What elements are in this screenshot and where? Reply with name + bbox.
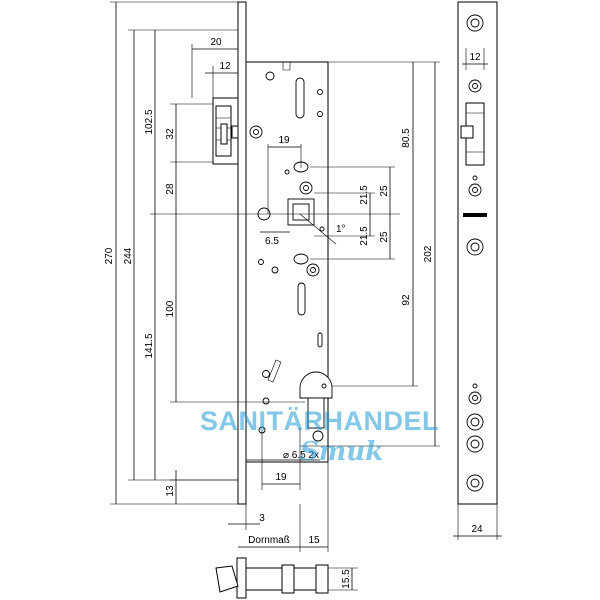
dim-15-5: 15.5 <box>341 569 352 589</box>
dim-12: 12 <box>219 61 231 72</box>
dim-dornmass: Dornmaß <box>248 535 290 546</box>
left-dimensions <box>110 1 400 505</box>
dim-19-lower: 19 <box>275 472 287 483</box>
top-dimensions <box>191 44 302 214</box>
dim-3: 3 <box>259 513 265 524</box>
dim-25-lower: 25 <box>379 231 390 243</box>
dim-102-5: 102.5 <box>144 109 155 134</box>
dim-32: 32 <box>165 128 176 140</box>
dim-faceplate-12: 12 <box>469 52 481 63</box>
dim-angle: 1° <box>336 224 346 235</box>
dim-19-upper: 19 <box>278 135 290 146</box>
dim-92: 92 <box>401 294 412 306</box>
dim-100: 100 <box>165 300 176 317</box>
faceplate-front-view <box>453 1 502 540</box>
right-dimensions <box>260 61 440 447</box>
watermark: SANITÄRHANDEL Smuk <box>200 406 439 467</box>
latch-bolt <box>212 97 239 165</box>
dim-28: 28 <box>165 183 176 195</box>
dim-202: 202 <box>423 245 434 262</box>
dim-24: 24 <box>471 524 483 535</box>
dim-25-upper: 25 <box>379 185 390 197</box>
lock-section-view <box>215 557 358 599</box>
dim-cylinder-hole: ⌀ 6.5 2x <box>283 450 319 461</box>
dim-270: 270 <box>104 247 115 264</box>
dim-21-5-lower: 21.5 <box>359 226 370 246</box>
dimension-labels: 270 244 102.5 32 28 100 141.5 13 20 12 1… <box>104 37 483 589</box>
dim-15: 15 <box>308 535 320 546</box>
bottom-dimensions <box>228 428 329 552</box>
dim-21-5-upper: 21.5 <box>359 185 370 205</box>
lock-case-body <box>245 61 333 463</box>
watermark-line2: Smuk <box>300 437 383 467</box>
dim-244: 244 <box>123 247 134 264</box>
dim-13: 13 <box>165 485 176 497</box>
dim-141-5: 141.5 <box>144 333 155 358</box>
watermark-line1: SANITÄRHANDEL <box>200 406 439 436</box>
dim-20: 20 <box>210 37 222 48</box>
dim-6-5: 6.5 <box>265 236 279 247</box>
dim-80-5: 80.5 <box>401 128 412 148</box>
